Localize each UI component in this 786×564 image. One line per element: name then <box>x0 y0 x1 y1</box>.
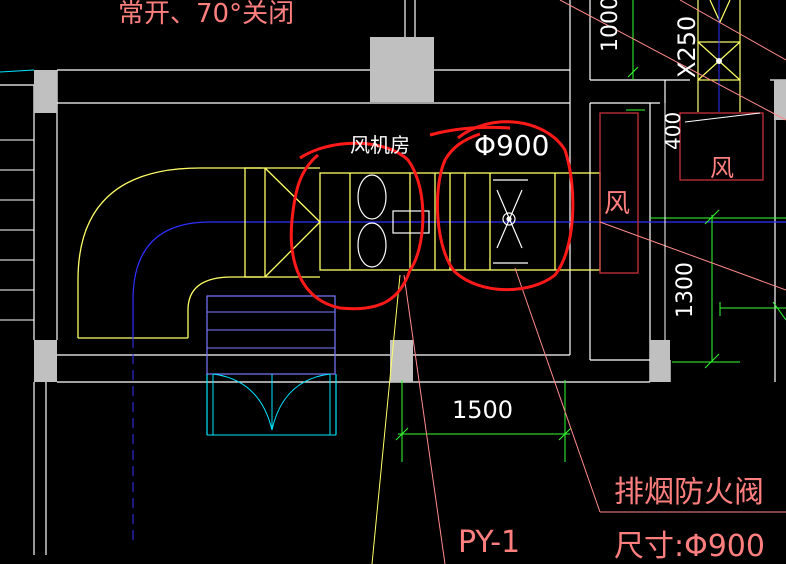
feng-box-label-2: 风 <box>710 154 734 182</box>
system-tag-label: PY-1 <box>458 525 520 560</box>
column <box>34 340 57 382</box>
door-and-equipment <box>206 295 337 436</box>
fan-unit <box>244 167 601 278</box>
dimension-1000: 1000 <box>598 0 623 52</box>
feng-box-label-1: 风 <box>604 189 630 219</box>
top-note: 常开、70°关闭 <box>118 0 294 29</box>
damper-name-label: 排烟防火阀 <box>614 475 764 510</box>
cyan-stub <box>0 69 35 73</box>
upper-right-damper-hub <box>716 58 722 64</box>
column <box>370 37 434 102</box>
dimension-1500: 1500 <box>452 396 513 424</box>
duct-size-markup: Φ900 <box>474 129 549 162</box>
column <box>650 340 670 382</box>
fan-impeller-icon <box>357 174 430 268</box>
leader-lines <box>403 0 786 564</box>
stair-treads <box>0 139 34 321</box>
damper-icon <box>493 179 528 264</box>
dimension-1300: 1300 <box>673 262 698 318</box>
dimension-400: 400 <box>661 112 685 150</box>
fan-room-label: 风机房 <box>350 133 410 157</box>
markup-circle-fan <box>289 141 425 311</box>
feng-equipment-box-1: 风 <box>599 112 639 274</box>
markup-circles <box>289 120 575 311</box>
column <box>390 340 413 382</box>
duct-centerline <box>132 221 786 338</box>
feng-equipment-box-2: 风 <box>679 112 764 182</box>
column <box>34 70 57 113</box>
damper-size-label: 尺寸:Φ900 <box>614 529 765 564</box>
yellow-leader <box>371 274 401 564</box>
column <box>774 80 786 120</box>
dimension-250: X250 <box>673 16 701 78</box>
markup-circle-damper <box>435 120 575 292</box>
markup-stroke-top <box>429 125 511 137</box>
structural-columns <box>34 37 786 382</box>
